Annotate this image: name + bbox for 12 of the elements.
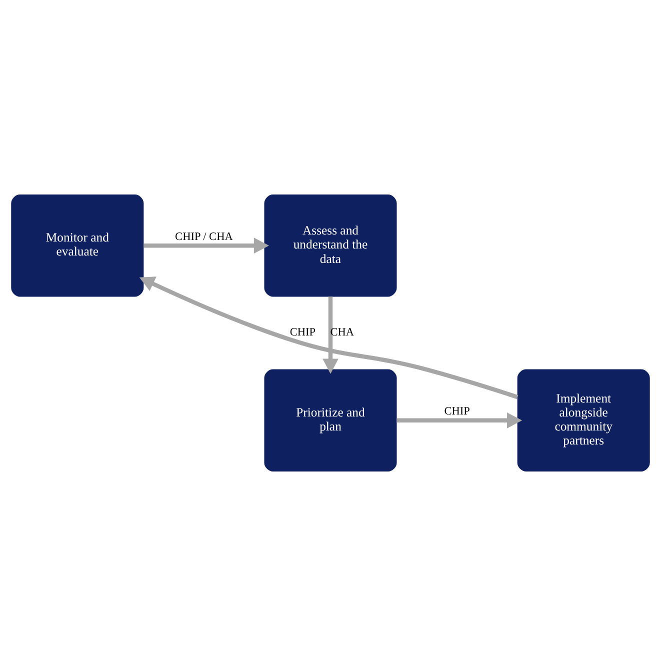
arrow: [396, 412, 522, 428]
arrow: [322, 296, 338, 374]
node-box: Monitor and evaluate: [11, 194, 144, 297]
node-box: Implement alongside community partners: [517, 369, 650, 472]
node-box: Prioritize and plan: [264, 369, 397, 472]
edge-label: CHIP: [444, 406, 470, 418]
arrow: [144, 238, 270, 254]
edge-label: CHIP / CHA: [175, 230, 233, 243]
edge-label: CHIP: [290, 326, 316, 339]
arrow: [139, 276, 518, 400]
node-box: Assess and understand the data: [264, 194, 397, 297]
edge-label: CHA: [330, 326, 354, 339]
